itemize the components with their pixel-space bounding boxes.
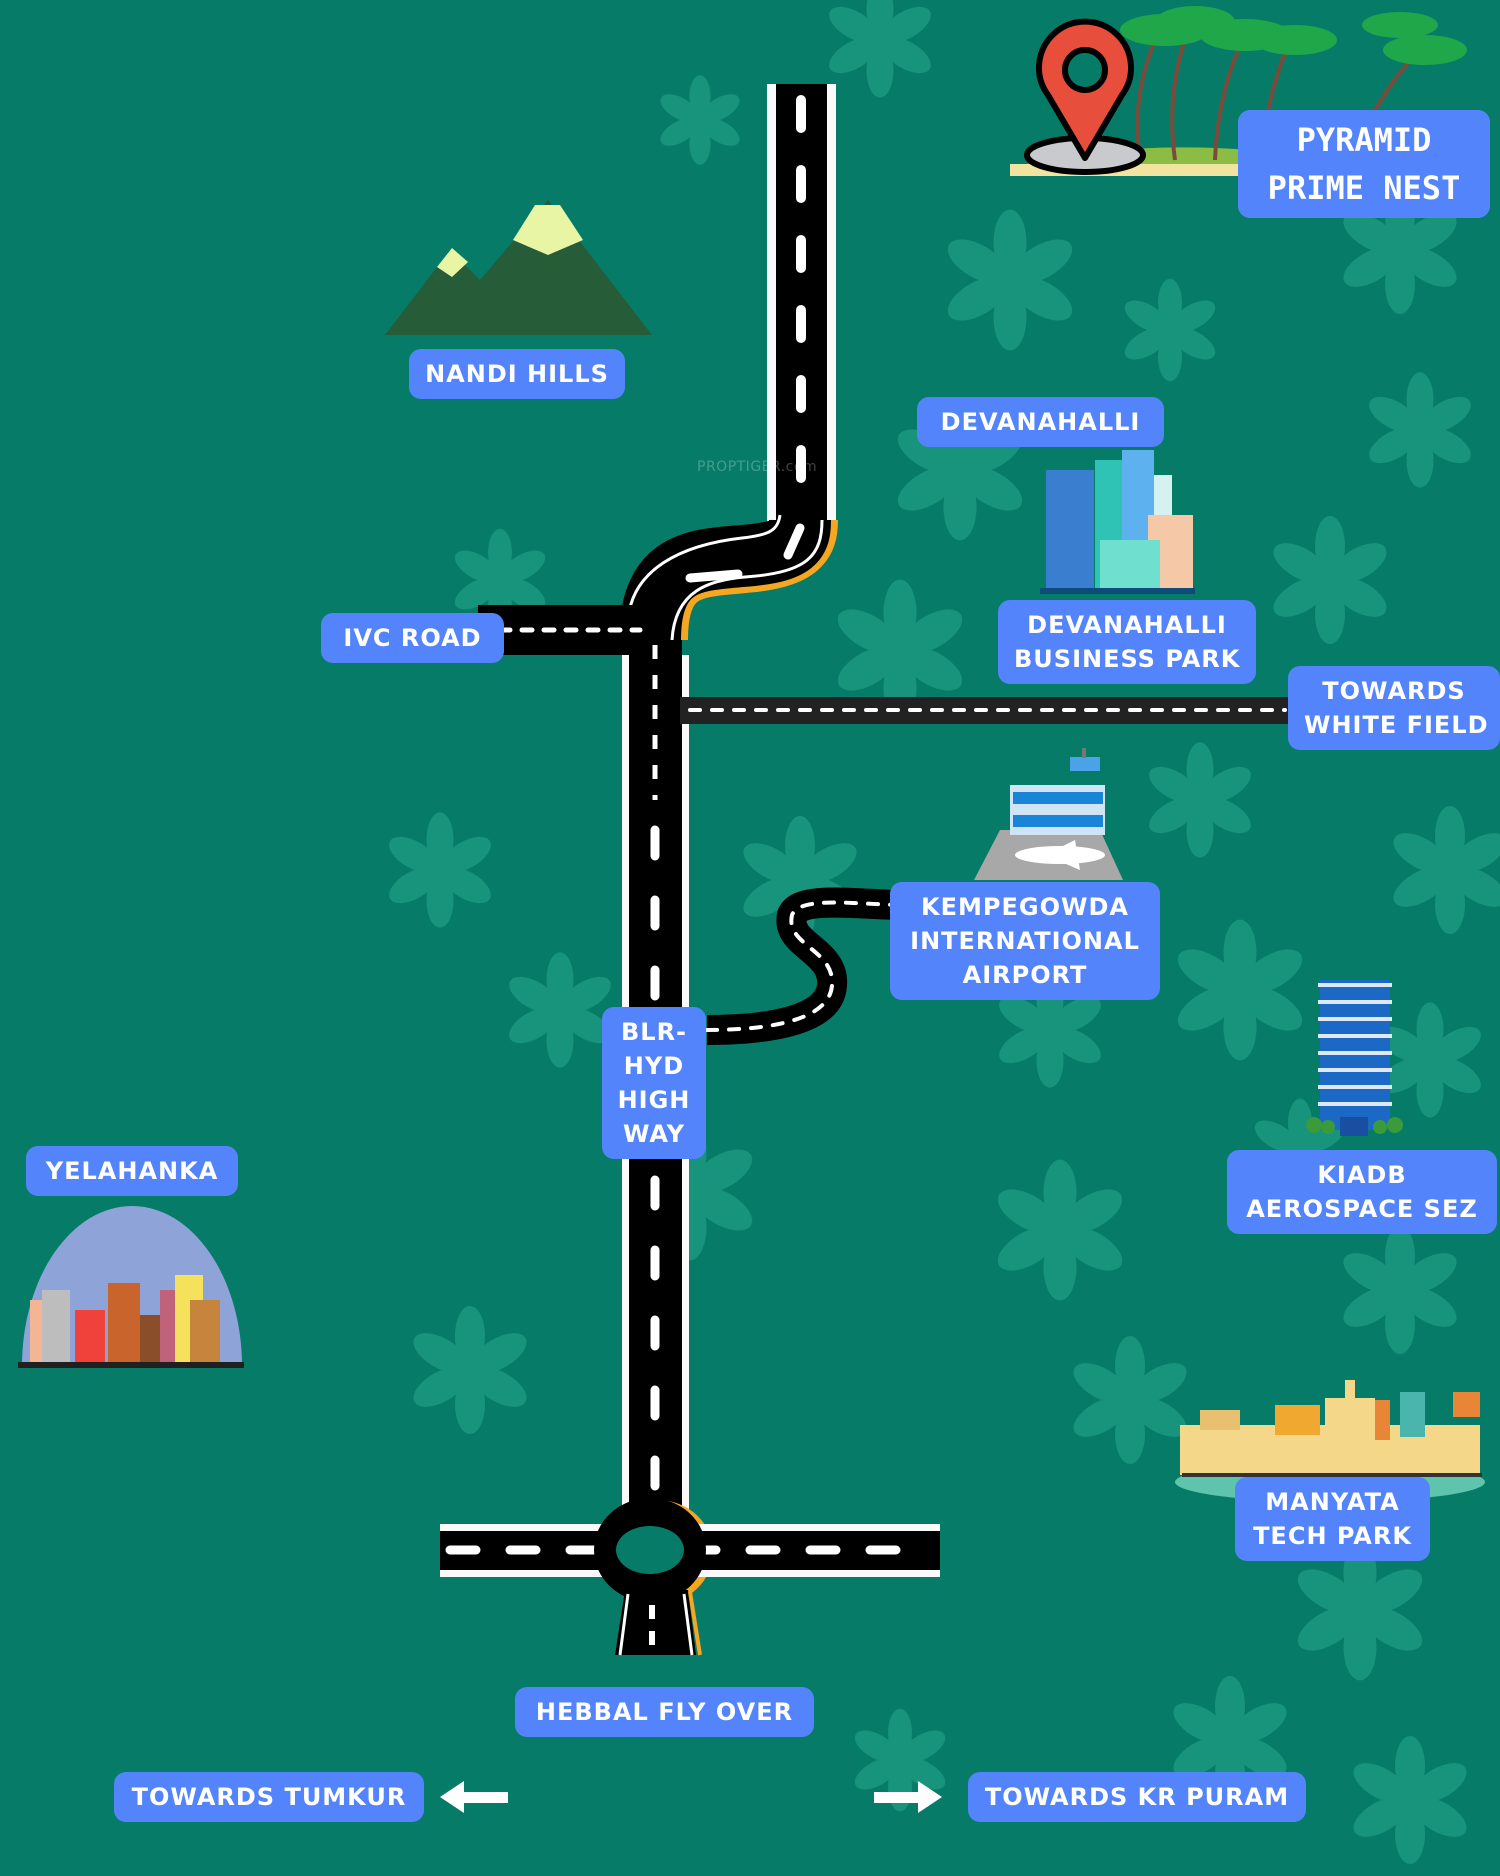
arrow-right-icon	[874, 1781, 942, 1813]
label-towards-kr-puram[interactable]: TOWARDS KR PURAM	[968, 1772, 1306, 1822]
label-yelahanka[interactable]: YELAHANKA	[26, 1146, 238, 1196]
label-text: TOWARDS TUMKUR	[131, 1783, 407, 1811]
label-text: YELAHANKA	[45, 1157, 219, 1185]
label-text: DEVANAHALLI	[940, 408, 1141, 436]
road-s-curve	[619, 514, 838, 642]
flower-decoration	[1387, 806, 1500, 934]
project-title-label: PYRAMID PRIME NEST	[1238, 110, 1490, 218]
flower-decoration	[655, 75, 745, 165]
project-title-line-1: PYRAMID	[1296, 121, 1432, 159]
city-skyline-icon	[18, 1206, 244, 1368]
label-text: TECH PARK	[1253, 1522, 1412, 1550]
flower-decoration	[1067, 1336, 1193, 1464]
label-manyata-tech-park[interactable]: MANYATA TECH PARK	[1235, 1477, 1430, 1561]
office-tower-icon	[1306, 980, 1403, 1136]
label-text: WAY	[622, 1120, 686, 1148]
arrow-left-icon	[440, 1781, 508, 1813]
label-text: AIRPORT	[962, 961, 1088, 989]
label-towards-white-field[interactable]: TOWARDS WHITE FIELD	[1288, 666, 1500, 750]
watermark: PROPTIGER.com	[697, 459, 818, 475]
label-text: HEBBAL FLY OVER	[535, 1698, 794, 1726]
road-hebbal-roundabout	[440, 1498, 940, 1656]
road-ivc	[478, 605, 653, 655]
label-text: KIADB	[1317, 1161, 1407, 1189]
label-text: KEMPEGOWDA	[921, 893, 1129, 921]
label-text: BLR-	[620, 1018, 688, 1046]
road-airport-spur	[705, 887, 907, 1045]
flower-decoration	[1363, 372, 1477, 488]
project-title-line-2: PRIME NEST	[1267, 169, 1461, 207]
flower-decoration	[503, 952, 617, 1068]
label-text: TOWARDS KR PURAM	[984, 1783, 1290, 1811]
skyscrapers-icon	[1040, 450, 1195, 594]
label-blr-hyd-highway[interactable]: BLR- HYD HIGH WAY	[602, 1007, 706, 1159]
label-text: BUSINESS PARK	[1014, 645, 1241, 673]
label-nandi-hills[interactable]: NANDI HILLS	[409, 349, 625, 399]
label-devanahalli-business-park[interactable]: DEVANAHALLI BUSINESS PARK	[998, 600, 1256, 684]
location-pin-icon	[1010, 6, 1467, 176]
flower-decoration	[407, 1306, 533, 1434]
label-text: MANYATA	[1265, 1488, 1400, 1516]
road-whitefield	[680, 697, 1295, 724]
label-text: HIGH	[617, 1086, 691, 1114]
label-hebbal-fly-over[interactable]: HEBBAL FLY OVER	[515, 1687, 814, 1737]
label-ivc-road[interactable]: IVC ROAD	[321, 613, 504, 663]
flower-decoration	[1143, 742, 1257, 858]
label-text: NANDI HILLS	[425, 360, 609, 388]
label-text: IVC ROAD	[343, 624, 482, 652]
airport-icon	[974, 748, 1123, 880]
flower-decoration	[940, 209, 1080, 351]
label-kiadb-aerospace-sez[interactable]: KIADB AEROSPACE SEZ	[1227, 1150, 1497, 1234]
label-devanahalli[interactable]: DEVANAHALLI	[917, 397, 1164, 447]
mountain-icon	[385, 200, 652, 335]
flower-decoration	[1119, 278, 1221, 382]
road-north-segment	[767, 84, 836, 540]
flower-decoration	[1347, 1736, 1473, 1864]
flower-decoration	[383, 812, 497, 928]
label-text: INTERNATIONAL	[910, 927, 1140, 955]
flower-decoration	[1170, 919, 1310, 1061]
label-text: HYD	[623, 1052, 685, 1080]
label-text: WHITE FIELD	[1304, 711, 1489, 739]
label-text: TOWARDS	[1322, 677, 1466, 705]
flower-decoration	[823, 0, 937, 98]
label-kempegowda-airport[interactable]: KEMPEGOWDA INTERNATIONAL AIRPORT	[890, 882, 1160, 1000]
flower-decoration	[1337, 1226, 1463, 1354]
flower-decoration	[990, 1159, 1130, 1301]
label-text: DEVANAHALLI	[1027, 611, 1227, 639]
flower-decoration	[1267, 516, 1393, 644]
label-text: AEROSPACE SEZ	[1246, 1195, 1478, 1223]
label-towards-tumkur[interactable]: TOWARDS TUMKUR	[114, 1772, 424, 1822]
